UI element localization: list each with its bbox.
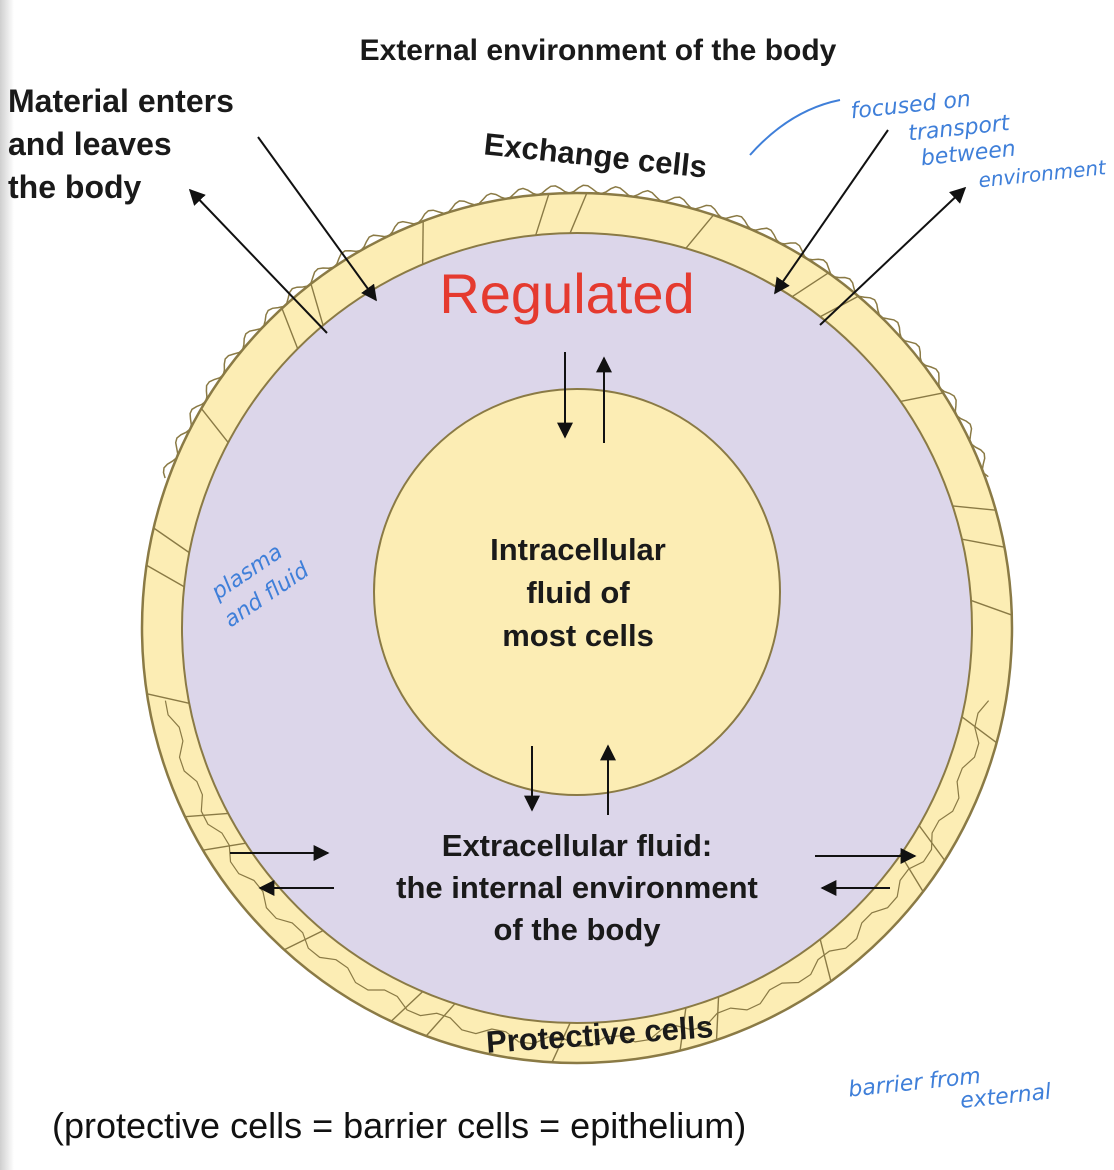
cell-wall [679, 1007, 687, 1051]
cell-wall [970, 599, 1013, 616]
cell-wall [900, 392, 944, 403]
cell-wall [185, 812, 229, 818]
handwritten-pointer-line [749, 99, 841, 156]
cell-wall [200, 408, 229, 443]
cell-wall [202, 842, 246, 851]
protective-layer-partition [164, 700, 990, 1047]
material-enters-arrow-right [774, 129, 889, 295]
cell-wall [961, 538, 1005, 548]
cell-wall [535, 193, 550, 236]
handwritten-note-barrier: barrier from external [847, 1064, 1052, 1114]
regulated-label: Regulated [439, 262, 694, 325]
cell-wall [281, 308, 299, 349]
cell-wall [283, 929, 324, 951]
cell-wall [569, 192, 588, 234]
cell-wall [146, 564, 185, 588]
ecf-label-line1: Extracellular fluid: [442, 828, 712, 863]
material-enters-arrow-left [257, 136, 377, 302]
cell-wall [421, 221, 424, 265]
cell-wall [961, 716, 998, 744]
material-label-line1: Material enters [8, 83, 234, 119]
cell-wall [952, 505, 996, 511]
icf-label-line3: most cells [502, 618, 654, 653]
material-label-line2: and leaves [8, 126, 172, 162]
external-environment-label: External environment of the body [360, 34, 837, 67]
cell-wall [715, 996, 720, 1041]
cell-wall [685, 214, 715, 249]
footnote: (protective cells = barrier cells = epit… [52, 1105, 746, 1146]
microvilli-border [162, 184, 989, 479]
icf-label-line1: Intracellular [490, 532, 666, 567]
cell-wall [310, 283, 324, 326]
cell-wall [146, 693, 190, 705]
intracellular-fluid-region [373, 388, 781, 796]
icf-label-line2: fluid of [526, 575, 630, 610]
cell-wall [153, 527, 190, 554]
cell-wall [425, 1003, 456, 1037]
cell-wall [791, 272, 829, 298]
cell-wall [390, 991, 424, 1022]
page-edge-shadow [0, 0, 14, 1170]
handwritten-note-focused: focused on transport between environment [849, 87, 1108, 192]
ecf-label-line2: the internal environment [396, 870, 758, 905]
cell-boundaries [146, 192, 1013, 1063]
material-label-line3: the body [8, 169, 142, 205]
cell-wall [819, 939, 832, 982]
material-leaves-arrow-right [819, 186, 967, 326]
cell-wall [551, 1022, 571, 1063]
exchange-cells-label: Exchange cells [482, 126, 708, 184]
material-leaves-arrow-left [188, 188, 328, 334]
ecf-label-line3: of the body [493, 912, 661, 947]
